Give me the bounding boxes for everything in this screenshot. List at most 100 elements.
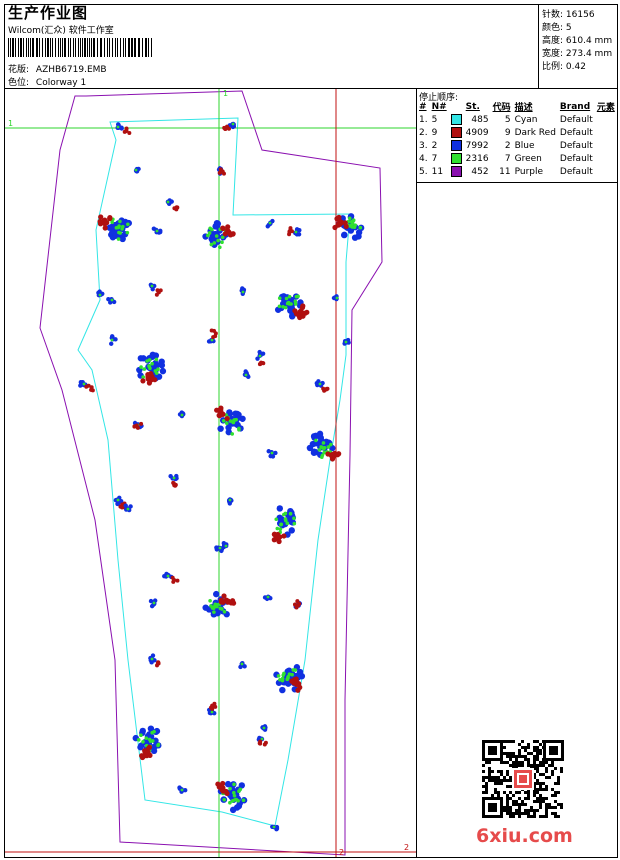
flower-leaf <box>326 445 331 449</box>
flower-accent <box>281 533 287 539</box>
bud-leaf <box>180 413 184 417</box>
qr-module <box>527 746 530 749</box>
qr-module <box>545 797 548 800</box>
qr-module <box>518 791 521 794</box>
qr-module <box>527 794 530 797</box>
bud-accent <box>211 335 216 340</box>
barcode-bar <box>42 38 43 57</box>
qr-module <box>548 764 551 767</box>
qr-module <box>512 812 515 815</box>
flower-leaf <box>291 668 296 672</box>
flower-leaf <box>220 235 225 240</box>
flower-accent <box>273 533 279 539</box>
row-brand: Default <box>559 153 593 164</box>
qr-module <box>521 746 524 749</box>
header-code: 代码 <box>492 103 511 113</box>
qr-module <box>554 815 557 818</box>
qr-module <box>509 815 512 818</box>
bud-accent <box>258 362 263 367</box>
flower-petal <box>226 409 233 416</box>
barcode-bar <box>15 38 16 57</box>
qr-module <box>551 764 554 767</box>
watermark: 6xiu.com <box>476 825 573 847</box>
stat-stitches: 针数: 16156 <box>542 10 595 20</box>
flower-leaf <box>156 367 160 372</box>
flower-leaf <box>288 511 293 516</box>
qr-module <box>515 758 518 761</box>
flower-leaf <box>228 419 233 423</box>
qr-module <box>539 803 542 806</box>
flower-leaf <box>141 739 145 744</box>
flower-leaf <box>139 733 143 738</box>
flower-leaf <box>241 798 246 803</box>
flower-leaf <box>358 225 363 230</box>
qr-module <box>521 755 524 758</box>
qr-module <box>533 764 536 767</box>
qr-module <box>542 764 545 767</box>
row-brand: Default <box>559 166 593 177</box>
flower-petal <box>152 360 159 367</box>
row-index: 2. <box>419 127 428 138</box>
row-desc: Cyan <box>514 114 538 125</box>
qr-module <box>503 752 506 755</box>
flower-accent <box>145 375 151 381</box>
qr-module <box>488 779 491 782</box>
qr-module <box>521 803 524 806</box>
qr-module <box>515 755 518 758</box>
qr-module <box>533 809 536 812</box>
row-desc: Green <box>514 153 542 164</box>
qr-module <box>515 809 518 812</box>
qr-module <box>512 761 515 764</box>
qr-module <box>503 746 506 749</box>
qr-module <box>491 794 494 797</box>
qr-module <box>506 785 509 788</box>
qr-module <box>485 776 488 779</box>
bud-petal <box>214 545 219 550</box>
bud-petal <box>182 788 188 793</box>
bud-accent <box>139 421 144 426</box>
row-element <box>596 113 618 126</box>
bud-leaf <box>98 293 102 297</box>
qr-module <box>503 809 506 812</box>
qr-module <box>512 752 515 755</box>
bud-leaf <box>258 354 262 358</box>
flower-leaf <box>283 517 288 521</box>
qr-module <box>530 764 533 767</box>
qr-module <box>515 791 518 794</box>
marker-left: 1 <box>8 119 13 128</box>
flower-accent <box>107 215 113 221</box>
qr-module <box>539 761 542 764</box>
flower-petal <box>274 306 282 313</box>
flower-leaf <box>284 296 289 301</box>
bud-leaf <box>224 544 228 548</box>
bud-leaf <box>166 200 170 204</box>
qr-module <box>500 770 503 773</box>
color-swatch <box>450 166 462 177</box>
flower-leaf <box>292 521 297 526</box>
flower-petal <box>239 415 246 422</box>
barcode-bar <box>123 38 124 57</box>
flower-petal <box>235 411 242 418</box>
flower-leaf <box>150 361 154 366</box>
bud-accent <box>324 387 329 392</box>
flower-leaf <box>210 227 214 232</box>
bud-petal <box>314 381 320 386</box>
qr-module <box>542 773 545 776</box>
flower-accent <box>224 790 230 797</box>
qr-module <box>506 779 509 782</box>
row-swatch <box>450 165 465 178</box>
barcode-bar <box>93 38 95 57</box>
flower-petal <box>238 782 246 789</box>
flower-petal <box>234 421 241 429</box>
qr-module <box>536 764 539 767</box>
qr-module <box>536 809 539 812</box>
qr-module <box>506 740 509 743</box>
qr-module <box>494 776 497 779</box>
row-code: 9 <box>504 127 511 138</box>
qr-module <box>527 743 530 746</box>
bud-petal <box>265 224 270 229</box>
qr-module <box>485 791 488 794</box>
row-element <box>596 152 618 165</box>
qr-module <box>554 812 557 815</box>
flower-leaf <box>283 511 288 516</box>
